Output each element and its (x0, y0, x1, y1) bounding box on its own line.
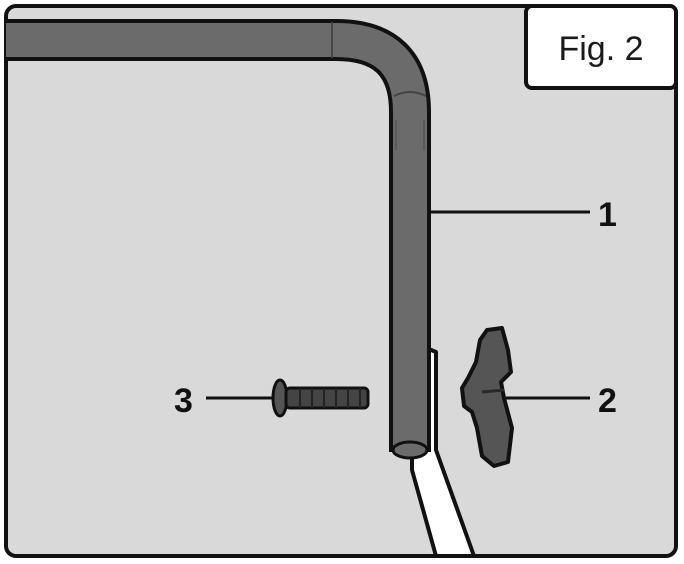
callout-1-number: 1 (598, 196, 617, 234)
callout-2-number: 2 (598, 382, 617, 420)
figure-label-box (524, 4, 678, 90)
callout-3-number: 3 (174, 382, 193, 420)
knob-part (460, 326, 514, 468)
handle-tube (6, 19, 431, 460)
figure-label: Fig. 2 (558, 30, 643, 68)
bolt-part (271, 378, 370, 418)
